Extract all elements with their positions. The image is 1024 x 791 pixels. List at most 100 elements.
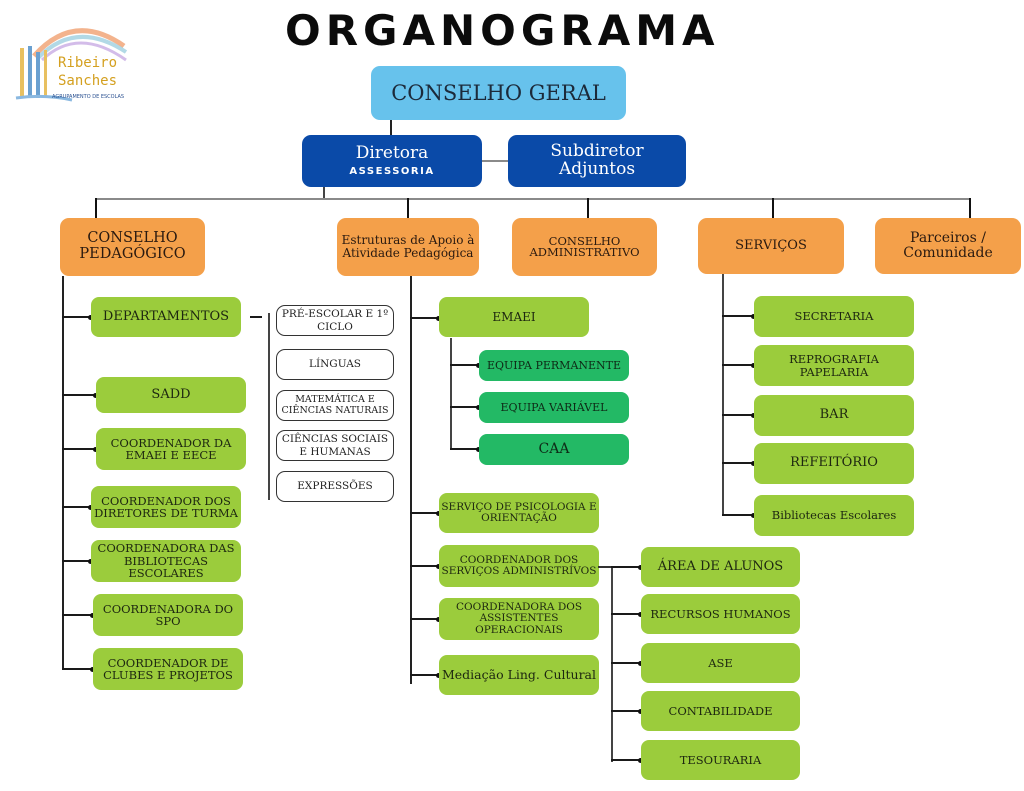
emaei-child[interactable]: CAA [479,434,629,465]
servicos-item[interactable]: BAR [754,395,914,436]
connector [450,406,479,408]
servicos-item[interactable]: REFEITÓRIO [754,443,914,484]
connector [62,276,64,670]
pedagogico-item[interactable]: COORDENADOR DOS DIRETORES DE TURMA [91,486,241,528]
apoio-item[interactable]: COORDENADORA DOS ASSISTENTES OPERACIONAI… [439,598,599,640]
departamento-item-label: CIÊNCIAS SOCIAIS E HUMANAS [281,433,389,458]
connector-dot [476,446,481,452]
logo-tagline: AGRUPAMENTO DE ESCOLAS [52,94,125,100]
connector [969,198,971,218]
emaei-child[interactable]: EQUIPA VARIÁVEL [479,392,629,423]
departamento-item[interactable]: LÍNGUAS [276,349,394,380]
connector [62,614,93,616]
connector [410,317,439,319]
pedagogico-item[interactable]: SADD [96,377,246,413]
connector [62,560,91,562]
emaei-child-label: EQUIPA PERMANENTE [486,358,622,372]
conselho-administrativo-box[interactable]: CONSELHO ADMINISTRATIVO [512,218,657,276]
servicos-item[interactable]: Bibliotecas Escolares [754,495,914,536]
admin-child-label: CONTABILIDADE [668,703,773,718]
admin-child[interactable]: ÁREA DE ALUNOS [641,547,800,587]
conselho-geral-box[interactable]: CONSELHO GERAL [371,66,626,120]
conselho-pedagogico-box[interactable]: CONSELHO PEDAGÓGICO [60,218,205,276]
connector-dot [88,558,93,564]
admin-child[interactable]: ASE [641,643,800,683]
connector [62,668,93,670]
emaei-box[interactable]: EMAEI [439,297,589,337]
servicos-item-label: Bibliotecas Escolares [771,508,897,523]
label-line: CONSELHO [87,230,178,247]
subdiretor-label: Subdiretor [550,141,644,162]
connector [722,315,754,317]
pedagogico-item[interactable]: COORDENADORA DO SPO [93,594,243,636]
connector [62,506,91,508]
apoio-item[interactable]: Mediação Ling. Cultural [439,655,599,695]
pedagogico-item[interactable]: COORDENADOR DE CLUBES E PROJETOS [93,648,243,690]
connector [598,566,612,568]
connector [323,187,325,199]
label-line: Estruturas de Apoio à [341,233,475,248]
apoio-item[interactable]: COORDENADOR DOS SERVIÇOS ADMINISTRÍVOS [439,545,599,587]
connector [611,759,641,761]
conselho-geral-label: CONSELHO GERAL [391,80,606,105]
school-logo: Ribeiro Sanches AGRUPAMENTO DE ESCOLAS [14,16,134,106]
connector [390,120,392,136]
pedagogico-item-label: COORDENADOR DE CLUBES E PROJETOS [103,655,233,682]
label-line: CONSELHO [548,233,621,248]
servicos-item-label: REPROGRAFIA PAPELARIA [789,352,879,379]
departamento-item-label: LÍNGUAS [309,358,361,371]
admin-child-label: RECURSOS HUMANOS [650,606,791,621]
departamento-item[interactable]: PRÉ-ESCOLAR E 1º CICLO [276,305,394,336]
pedagogico-item-label: COORDENADOR DA EMAEI E EECE [110,435,232,462]
label-line: ADMINISTRATIVO [529,245,640,259]
emaei-child-label: EQUIPA VARIÁVEL [500,400,608,414]
connector-dot [638,757,643,763]
connector-dot [93,392,98,398]
horizontal-connector [95,198,970,200]
connector-dot [436,315,441,321]
admin-child-label: TESOURARIA [679,752,762,767]
connector [587,198,589,218]
connector [722,274,724,514]
servicos-item[interactable]: REPROGRAFIA PAPELARIA [754,345,914,386]
connector-dot [436,563,441,569]
connector [772,198,774,218]
admin-child[interactable]: TESOURARIA [641,740,800,780]
apoio-item-label: COORDENADORA DOS ASSISTENTES OPERACIONAI… [455,601,583,636]
departamento-item[interactable]: EXPRESSÕES [276,471,394,502]
servicos-box[interactable]: SERVIÇOS [698,218,844,274]
admin-child[interactable]: RECURSOS HUMANOS [641,594,800,634]
connector [611,662,641,664]
connector [722,462,754,464]
pedagogico-item-label: COORDENADORA DO SPO [102,601,234,628]
estruturas-apoio-box[interactable]: Estruturas de Apoio à Atividade Pedagógi… [337,218,479,276]
subdiretor-box[interactable]: Subdiretor Adjuntos [508,135,686,187]
emaei-child[interactable]: EQUIPA PERMANENTE [479,350,629,381]
admin-child[interactable]: CONTABILIDADE [641,691,800,731]
servicos-item[interactable]: SECRETARIA [754,296,914,337]
connector-dot [88,314,93,320]
servicos-item-label: REFEITÓRIO [790,455,878,471]
parceiros-box[interactable]: Parceiros / Comunidade [875,218,1021,274]
diretora-label: Diretora [355,143,429,164]
logo-rainbow-icon [15,28,128,102]
connector [722,414,754,416]
apoio-item[interactable]: SERVIÇO DE PSICOLOGIA E ORIENTAÇÃO [439,493,599,533]
pedagogico-item-label: DEPARTAMENTOS [102,308,230,324]
pedagogico-item[interactable]: COORDENADOR DA EMAEI E EECE [96,428,246,470]
connector-dot [751,412,756,418]
pedagogico-item-label: COORDENADOR DOS DIRETORES DE TURMA [94,493,238,520]
apoio-item-label: Mediação Ling. Cultural [441,667,596,683]
departamento-item[interactable]: MATEMÁTICA E CIÊNCIAS NATURAIS [276,390,394,421]
connector-dot [638,611,643,617]
pedagogico-item[interactable]: COORDENADORA DAS BIBLIOTECAS ESCOLARES [91,540,241,582]
emaei-child-label: CAA [538,440,570,457]
connector [450,364,479,366]
connector-dot [638,660,643,666]
diretora-box[interactable]: Diretora ASSESSORIA [302,135,482,187]
connector-dot [436,672,441,678]
label-line: Parceiros / [910,230,986,247]
pedagogico-item[interactable]: DEPARTAMENTOS [91,297,241,337]
departamento-item[interactable]: CIÊNCIAS SOCIAIS E HUMANAS [276,430,394,461]
departamento-item-label: MATEMÁTICA E CIÊNCIAS NATURAIS [281,393,389,416]
